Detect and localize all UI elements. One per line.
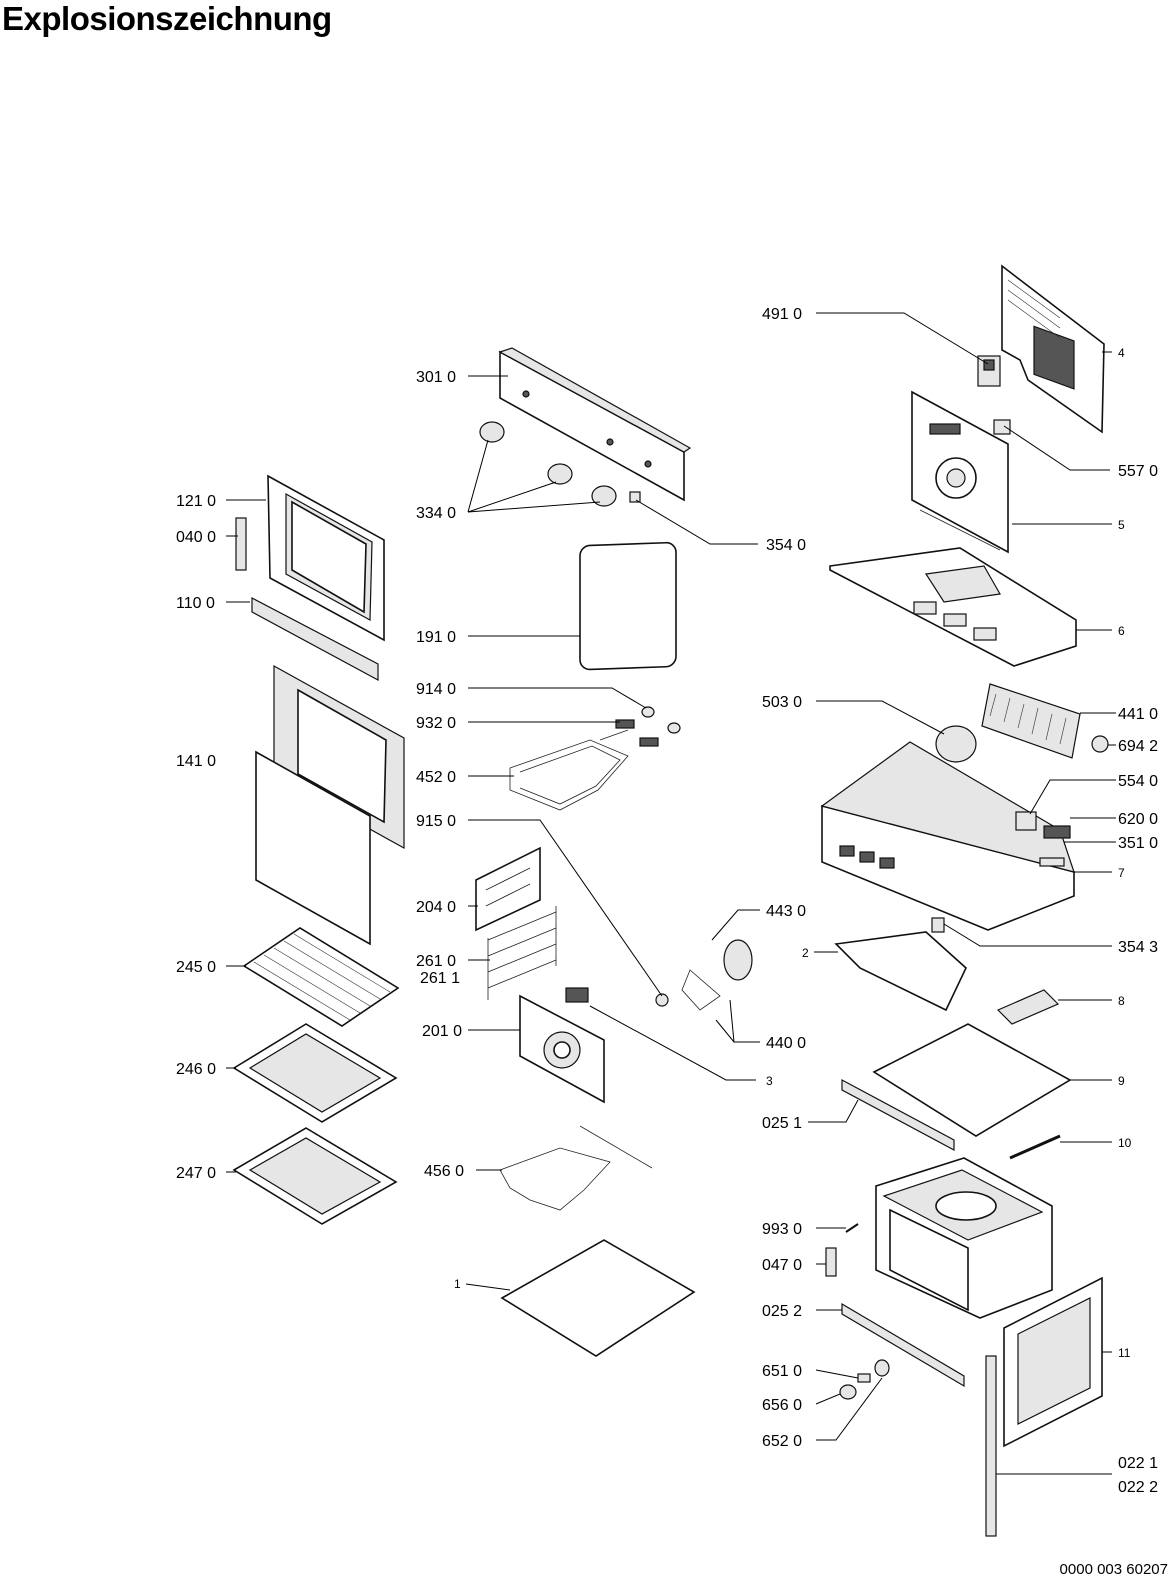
part-label-2040: 204 0 [416,899,456,916]
shelf-support-part-2610 [487,906,557,1000]
door-seal-part-1910 [579,541,677,671]
part-label-4520: 452 0 [416,769,456,786]
oven-cavity-part [875,1157,1053,1319]
springs-part-9320 [615,706,681,747]
part-label-5540: 554 0 [1118,773,1158,790]
fan-motor-part-4430 [655,939,753,1011]
part-label-2470: 247 0 [176,1165,216,1182]
components-part-5540 [1015,811,1071,867]
wire-rack-part-2450 [242,927,400,1027]
fitting-part-5570 [993,419,1011,435]
pivot-part-6942 [1091,735,1109,753]
part-label-0400: 040 0 [176,529,216,546]
bottom-heater-part-4560 [499,1125,653,1211]
part-label-4910: 491 0 [762,306,802,323]
part-label-4430: 443 0 [766,903,806,920]
part-label-2010: 201 0 [422,1023,462,1040]
part-label-5030: 503 0 [762,694,802,711]
part-label-0222: 022 2 [1118,1479,1158,1496]
part-label-6942: 694 2 [1118,738,1158,755]
lower-rail-part-0252 [841,1302,965,1388]
part-label-4560: 456 0 [424,1163,464,1180]
vertical-strip-part-0221 [985,1355,997,1537]
hinge-part-0400 [235,517,247,571]
part-label-3510: 351 0 [1118,835,1158,852]
part-label-7: 7 [1118,866,1125,880]
tangential-fan-part-4410 [981,683,1081,759]
part-label-1410: 141 0 [176,753,216,770]
leader-lines [226,312,1116,1475]
screw-part-3543 [931,917,945,933]
part-label-2450: 245 0 [176,959,216,976]
part-label-2610: 261 0 [416,953,456,970]
fan-cover-part-2010 [519,987,605,1104]
top-cover-part-6 [829,547,1077,667]
tray-part-2 [834,931,967,1012]
grill-heater-part-4520 [509,729,629,811]
door-frame-part-1210 [267,474,385,642]
inner-door-part-1410 [255,664,405,946]
part-label-0221: 022 1 [1118,1455,1158,1472]
part-label-6510: 651 0 [762,1363,802,1380]
part-label-8: 8 [1118,994,1125,1008]
part-label-1910: 191 0 [416,629,456,646]
relay-part-4910 [977,355,1001,387]
electronics-housing-part-7 [820,741,1075,931]
deep-tray-part-2470 [232,1127,398,1225]
back-wall-part-5 [911,390,1009,554]
part-label-3: 3 [766,1074,773,1088]
part-label-4400: 440 0 [766,1035,806,1052]
part-label-3010: 301 0 [416,369,456,386]
small-cover-part-8 [996,989,1060,1025]
rear-panel-part-4 [1001,264,1105,434]
part-label-3543: 354 3 [1118,939,1158,956]
part-label-11: 11 [1118,1346,1131,1360]
baking-tray-part-2460 [232,1023,398,1123]
part-label-2611: 261 1 [420,970,460,987]
part-label-2460: 246 0 [176,1061,216,1078]
part-label-0470: 047 0 [762,1257,802,1274]
part-label-5: 5 [1118,518,1125,532]
bracket-part-0470 [825,1223,859,1277]
part-label-5570: 557 0 [1118,463,1158,480]
part-label-4410: 441 0 [1118,706,1158,723]
door-handle-part-1100 [251,597,379,682]
rod-part-10 [1009,1134,1061,1160]
part-label-9930: 993 0 [762,1221,802,1238]
part-label-4: 4 [1118,346,1125,360]
part-label-1: 1 [454,1277,461,1291]
small-knob-part-3540 [629,491,641,503]
part-label-9140: 914 0 [416,681,456,698]
part-label-6520: 652 0 [762,1433,802,1450]
part-label-6200: 620 0 [1118,811,1158,828]
control-panel-part-3010 [498,347,692,502]
part-label-9320: 932 0 [416,715,456,732]
part-label-6: 6 [1118,624,1125,638]
side-rail-part-2040 [475,846,541,932]
part-label-0251: 025 1 [762,1115,802,1132]
side-panel-part-11 [1003,1276,1103,1448]
part-label-1210: 121 0 [176,493,216,510]
part-label-9150: 915 0 [416,813,456,830]
part-label-3340: 334 0 [416,505,456,522]
part-label-9: 9 [1118,1074,1125,1088]
part-label-1100: 110 0 [176,595,215,612]
part-label-3540: 354 0 [766,537,806,554]
part-label-10: 10 [1118,1136,1132,1150]
motor-part-5030 [935,725,977,763]
part-label-0252: 025 2 [762,1303,802,1320]
page-title: Explosionszeichnung [2,0,332,37]
part-labels: 491 0 4 301 0 557 0 121 0 040 0 334 0 5 … [176,306,1158,1496]
document-number: 0000 003 60207 [1059,1561,1168,1578]
bottom-plate-part-1 [500,1239,696,1357]
knobs-part-3340 [479,421,617,507]
part-label-6560: 656 0 [762,1397,802,1414]
rail-part-0251 [841,1078,955,1152]
part-label-2: 2 [802,946,809,960]
small-knobs-part-6510 [839,1359,890,1400]
